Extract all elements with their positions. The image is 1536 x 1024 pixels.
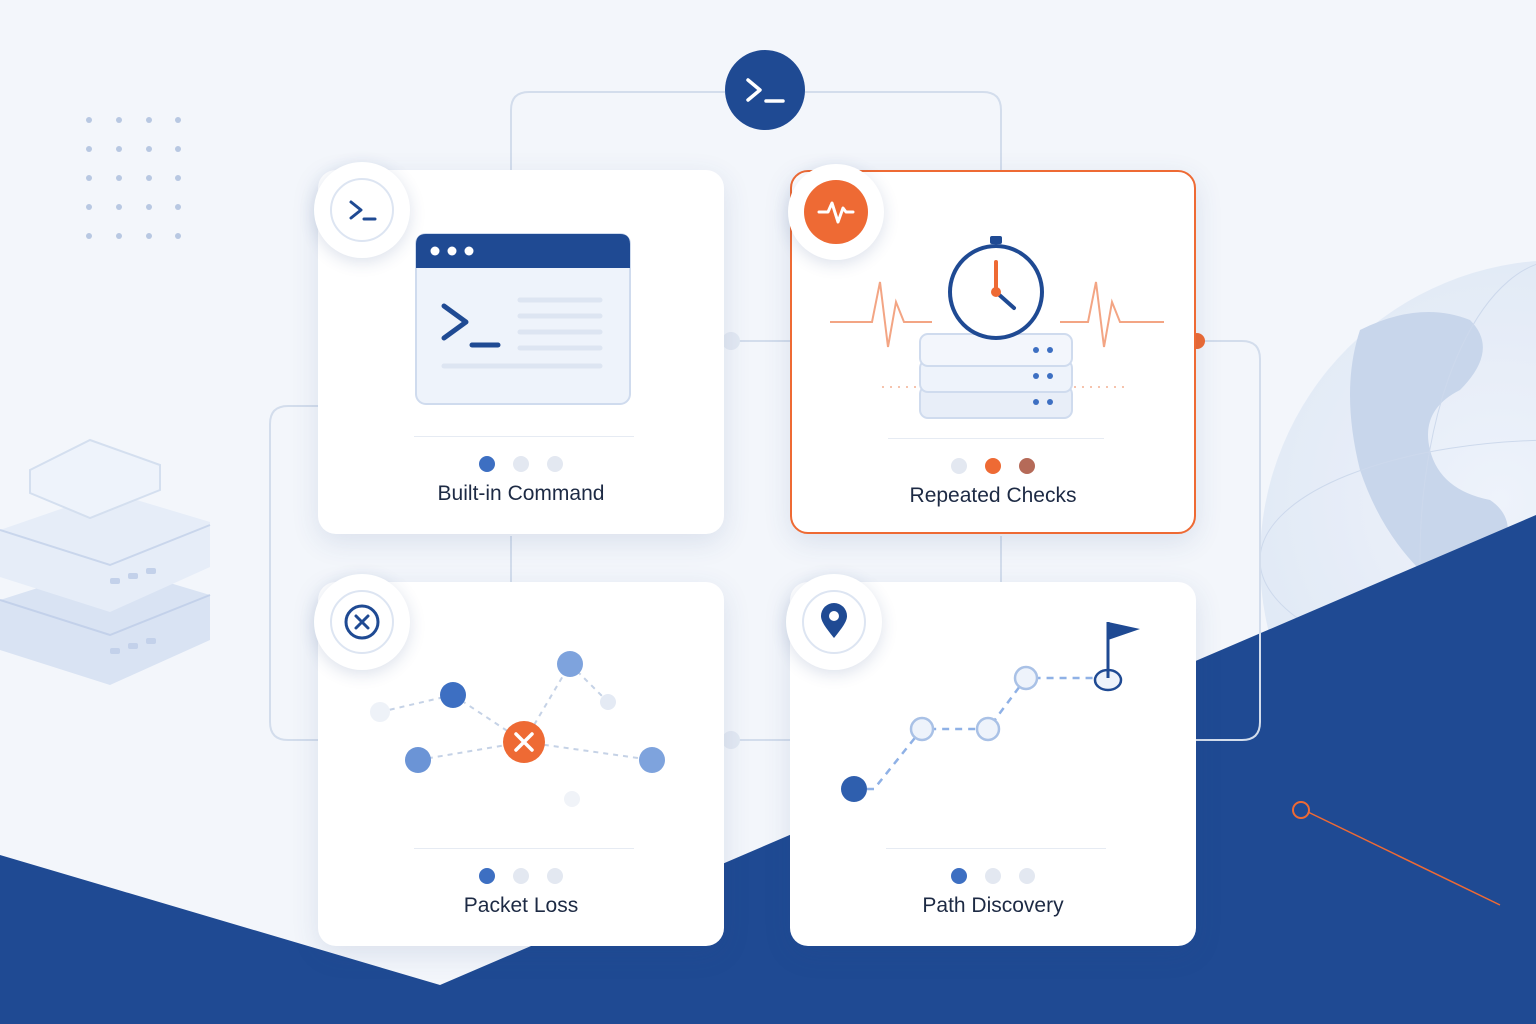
network-failure-illustration [370,651,665,807]
card-divider [414,436,634,437]
step-dot-active [479,456,495,472]
card-path-discovery[interactable]: Path Discovery [786,574,1196,946]
card-title: Built-in Command [437,482,605,505]
route-flag-illustration [841,622,1140,802]
connector-node [722,731,740,749]
card-title: Path Discovery [922,894,1064,917]
card-divider [414,848,634,849]
card-divider [886,848,1106,849]
server-stack-graphic [0,438,211,685]
card-divider [888,438,1104,439]
step-indicator [792,458,1194,474]
card-repeated-checks[interactable]: Repeated Checks [788,164,1196,534]
step-dot [985,868,1001,884]
card-title: Repeated Checks [909,484,1077,507]
step-dot [513,868,529,884]
step-dot [951,458,967,474]
step-dot-active [985,458,1001,474]
hub-terminal-icon [725,50,805,130]
stopwatch-server-illustration [830,236,1164,419]
card-packet-loss[interactable]: Packet Loss [314,574,724,946]
card-title: Packet Loss [463,894,579,917]
step-dot [1019,458,1035,474]
step-indicator [318,456,724,472]
location-pin-icon [821,603,847,638]
connector-lines [269,91,1261,741]
close-circle-icon [344,604,380,640]
step-dot-active [951,868,967,884]
card-built-in-command[interactable]: Built-in Command [314,162,724,534]
signal-line [1292,801,1501,906]
heartbeat-badge [788,164,884,260]
terminal-window-illustration [415,233,631,405]
step-indicator [790,868,1196,884]
connector-node [722,332,740,350]
step-dot [547,868,563,884]
step-dot-active [479,868,495,884]
step-dot [513,456,529,472]
terminal-prompt-icon [349,200,377,221]
location-pin-badge [786,574,882,670]
dot-grid [86,117,181,239]
close-circle-badge [314,574,410,670]
step-indicator [318,868,724,884]
step-dot [1019,868,1035,884]
step-dot [547,456,563,472]
terminal-prompt-badge [314,162,410,258]
heartbeat-icon [817,201,855,224]
